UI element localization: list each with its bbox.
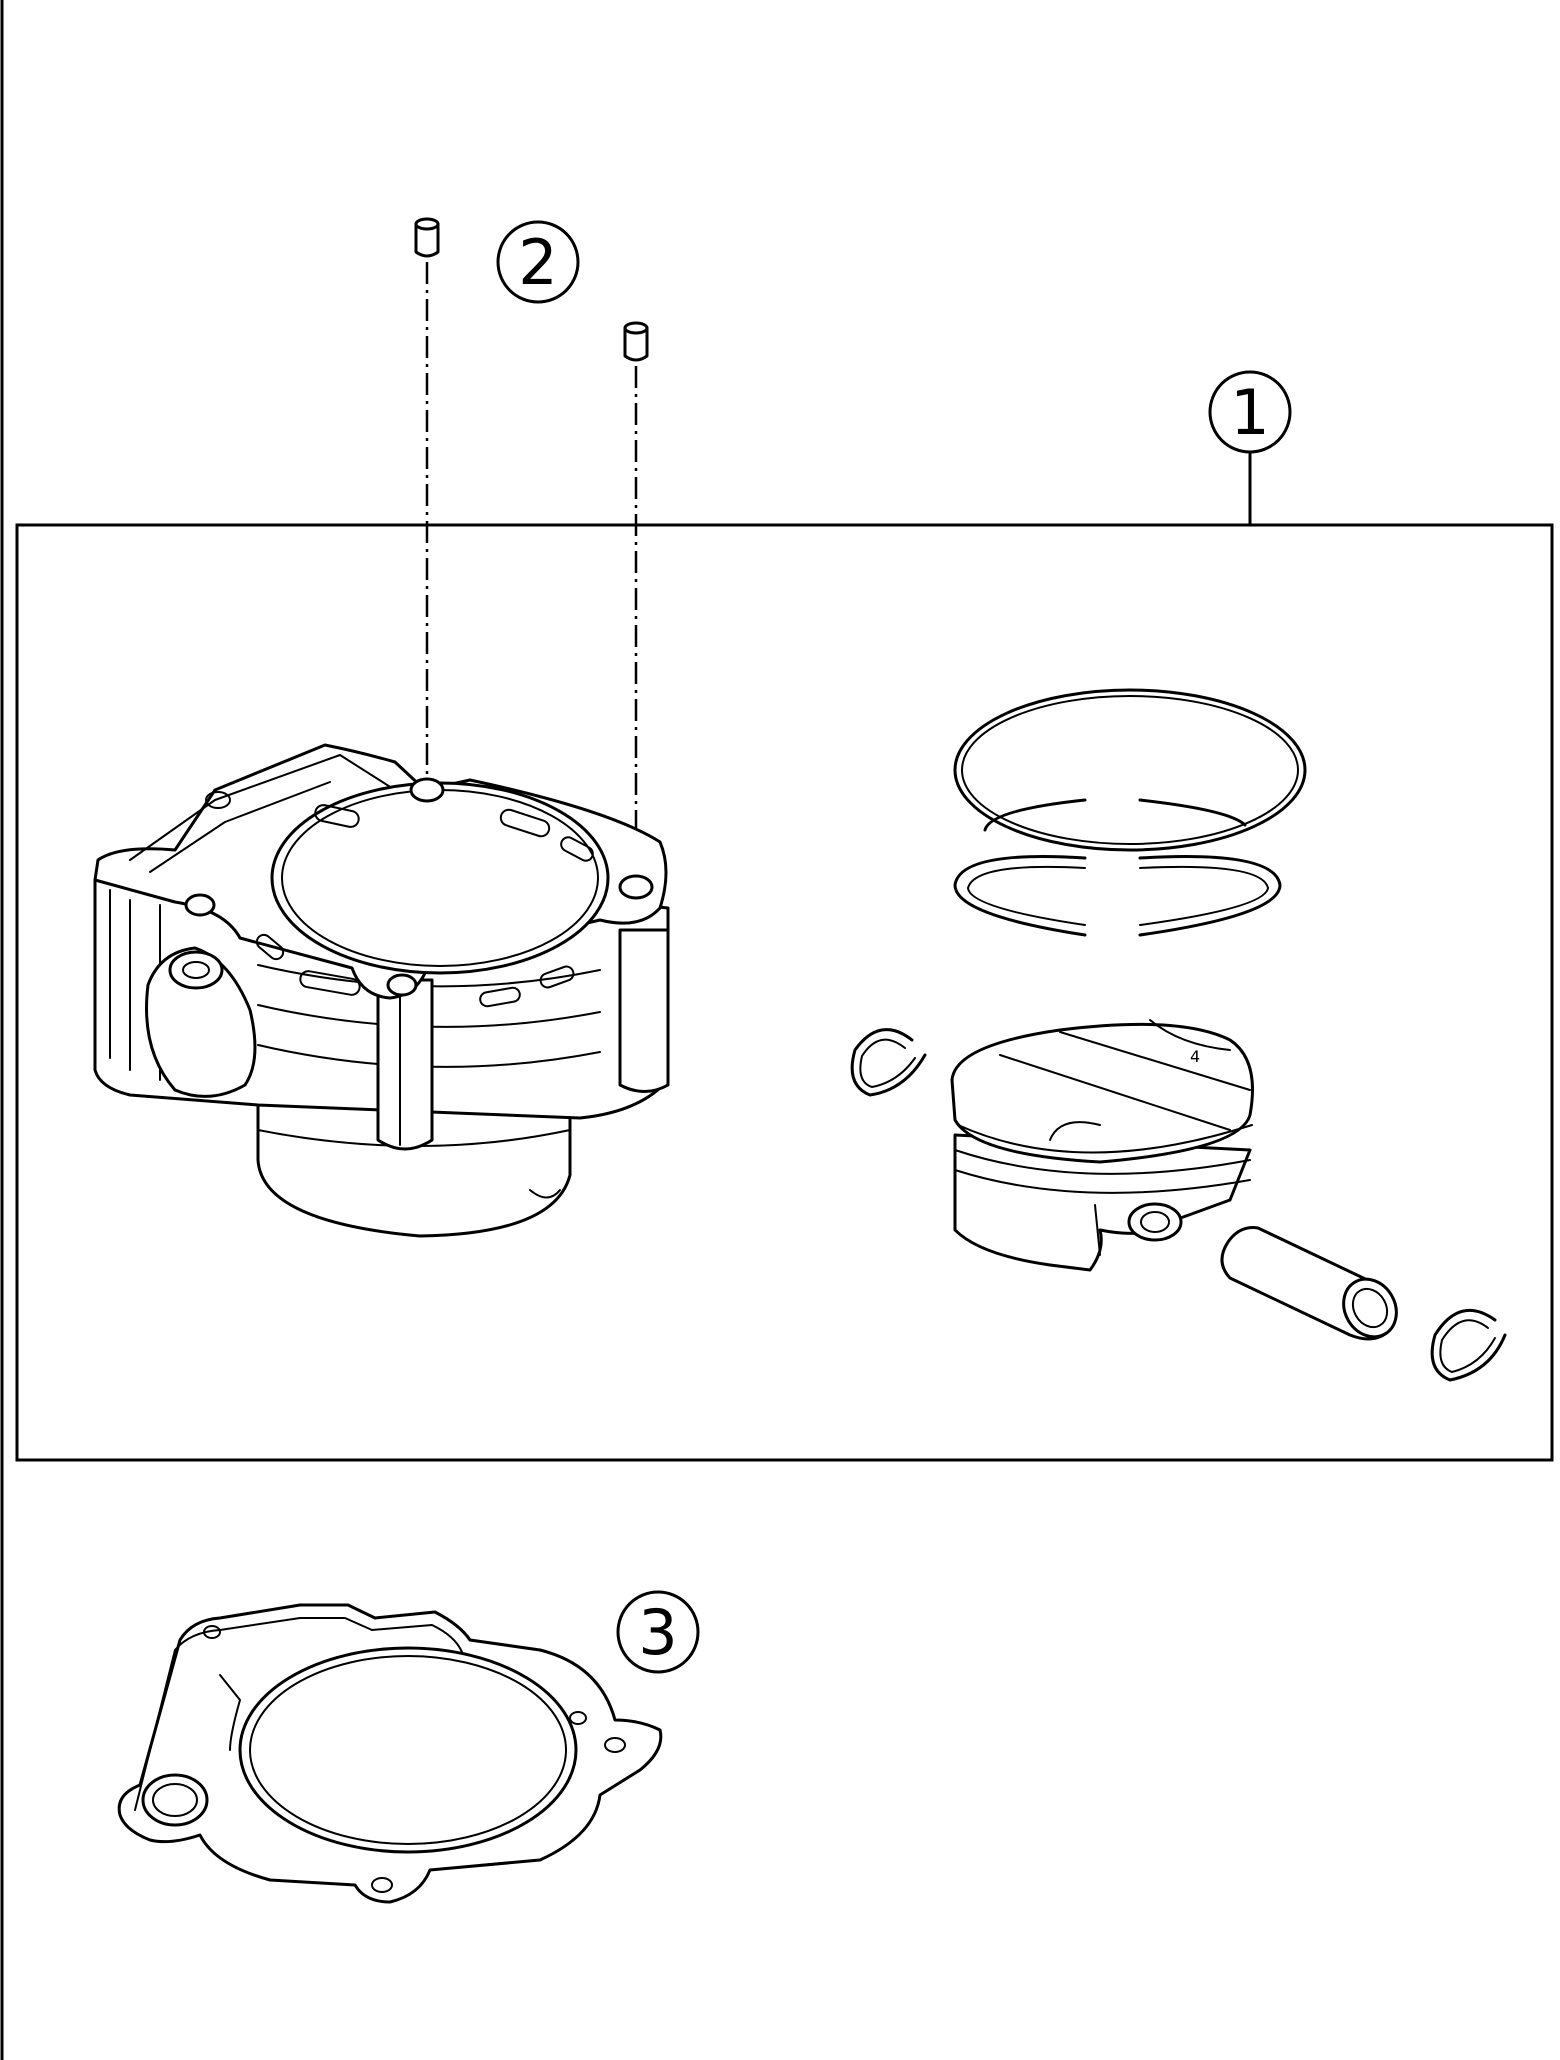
- kit-frame: [15, 523, 1554, 1462]
- base-gasket[interactable]: [117, 1603, 663, 1904]
- piston-pin[interactable]: [1220, 1226, 1407, 1347]
- circlip-left[interactable]: [850, 1028, 927, 1097]
- circlip-right[interactable]: [1430, 1309, 1507, 1382]
- callout-3-label: 3: [638, 1596, 677, 1669]
- svg-text:4: 4: [1190, 1047, 1200, 1066]
- dowel-pin-right[interactable]: [623, 321, 649, 362]
- callout-2-label: 2: [518, 226, 557, 299]
- callout-1[interactable]: 1: [1208, 370, 1292, 454]
- cylinder[interactable]: [93, 743, 670, 1238]
- dowel-pin-left[interactable]: [414, 217, 440, 258]
- callout-1-label: 1: [1230, 376, 1269, 449]
- callout-3[interactable]: 3: [616, 1590, 700, 1674]
- piston-ring-lower[interactable]: [953, 798, 1282, 937]
- callout-2[interactable]: 2: [496, 220, 580, 304]
- piston[interactable]: 4: [950, 1019, 1254, 1272]
- piston-ring-top[interactable]: [953, 688, 1307, 852]
